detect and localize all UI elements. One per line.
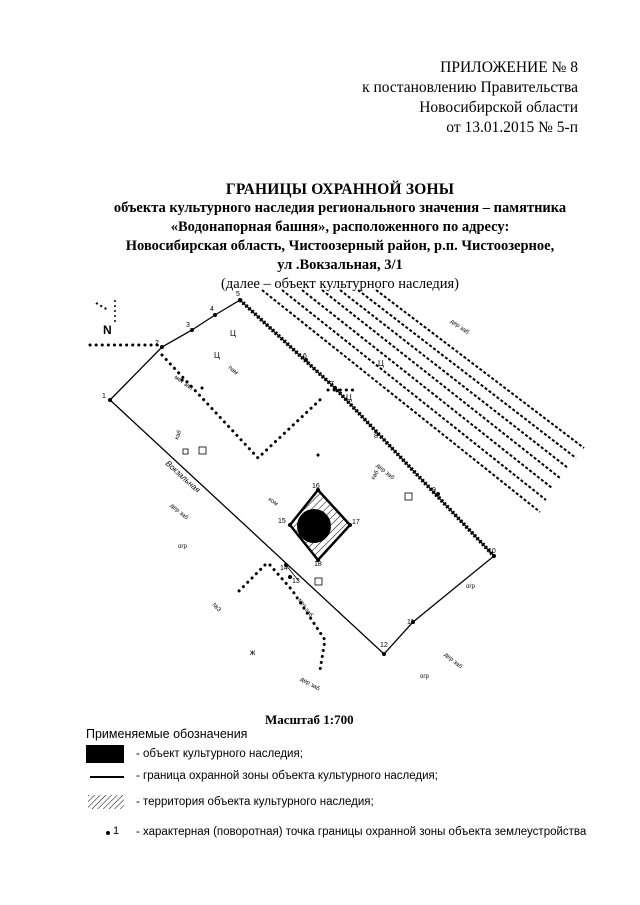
map-scale: Масштаб 1:700 (265, 712, 354, 727)
dotted-fences (88, 343, 360, 672)
heritage-object (297, 509, 331, 543)
point-label-5: 5 (236, 291, 240, 298)
point-label-9: 9 (432, 487, 436, 494)
street-label: Вокзальная (164, 459, 203, 495)
legend-point: 1 (86, 822, 128, 844)
point-label-16: 16 (312, 483, 320, 490)
point-label-11: 11 (407, 619, 414, 626)
title-line-3: Новосибирская область, Чистоозерный райо… (125, 238, 555, 254)
site-plan-map: N (88, 289, 585, 693)
north-arrow: N (95, 300, 116, 337)
label-c2: Ц (214, 351, 220, 360)
railway-lines (261, 289, 585, 513)
title-block: ГРАНИЦЫ ОХРАННОЙ ЗОНЫ объекта культурног… (20, 180, 640, 294)
point-label-3: 3 (186, 322, 190, 329)
point-label-7: 7 (330, 381, 334, 388)
point-label-13: 13 (292, 578, 300, 585)
legend-text: - территория объекта культурного наследи… (136, 796, 374, 808)
title-line-1: объекта культурного наследия регионально… (113, 200, 567, 216)
page-title: ГРАНИЦЫ ОХРАННОЙ ЗОНЫ (225, 181, 455, 198)
point-label-14: 14 (280, 565, 288, 572)
label-c4: Ц (378, 359, 384, 368)
boundary-points (108, 298, 496, 656)
point-label-17: 17 (352, 519, 360, 526)
label-ogr-1: огр (178, 544, 188, 550)
point-label-12: 12 (380, 642, 388, 649)
label-c1: Ц (230, 329, 236, 338)
legend-item-boundary: - граница охранной зоны объекта культурн… (86, 766, 626, 788)
label-ogr-3: огр (466, 584, 476, 590)
legend-item-heritage-object: - объект культурного наследия; (86, 744, 626, 766)
appendix-number: ПРИЛОЖЕНИЕ № 8 (440, 59, 578, 76)
point-label-8: 8 (374, 433, 378, 440)
legend-hatch (86, 792, 128, 814)
point-label-4: 4 (210, 306, 214, 313)
label-kab-2: каб (371, 469, 381, 481)
label-derzab-1: дер заб (449, 319, 470, 336)
appendix-region: Новосибирской области (419, 99, 578, 116)
label-metzab-2: мет заб (296, 598, 313, 619)
legend-black-rect (86, 744, 128, 766)
legend-text: - характерная (поворотная) точка границы… (136, 826, 587, 838)
point-label-2: 2 (155, 340, 159, 347)
label-c3: Ц (346, 393, 352, 402)
legend-title: Применяемые обозначения (86, 727, 248, 741)
label-pam: пам (227, 365, 239, 376)
legend-point-number: 1 (113, 825, 120, 837)
title-line-4: ул .Вокзальная, 3/1 (277, 257, 403, 273)
point-label-18: 18 (314, 561, 322, 568)
point-label-10: 10 (488, 548, 496, 555)
appendix-date: от 13.01.2015 № 5-п (446, 119, 578, 136)
point-labels: 1 2 3 4 5 6 7 8 9 10 11 12 13 14 15 16 1… (102, 291, 496, 649)
north-label: N (103, 323, 112, 337)
appendix-ref: к постановлению Правительства (362, 79, 578, 96)
legend-text: - объект культурного наследия; (136, 748, 303, 760)
building-markers (182, 446, 413, 586)
label-n3: №3 (211, 601, 223, 613)
inner-lines (285, 564, 299, 581)
label-ogr-2: огр (420, 674, 430, 680)
label-zh: ж (250, 648, 256, 657)
legend-item-territory: - территория объекта культурного наследи… (86, 792, 626, 814)
legend-line (86, 766, 128, 788)
label-kab: каб (174, 429, 183, 441)
point-label-6: 6 (303, 353, 307, 360)
label-derzab-4: дер заб (443, 652, 464, 671)
point-label-15: 15 (278, 518, 286, 525)
label-derzab-3: дер заб (299, 677, 321, 693)
appendix-header: ПРИЛОЖЕНИЕ № 8 к постановлению Правитель… (318, 58, 578, 138)
point-label-1: 1 (102, 393, 106, 400)
title-note: (далее – объект культурного наследия) (220, 276, 459, 292)
title-line-2: «Водонапорная башня», расположенного по … (170, 219, 510, 235)
legend-text: - граница охранной зоны объекта культурн… (136, 770, 438, 782)
label-kom: ком (267, 497, 279, 508)
legend-item-point: 1 - характерная (поворотная) точка грани… (86, 822, 626, 844)
label-derzab-5: дер заб (169, 503, 190, 522)
